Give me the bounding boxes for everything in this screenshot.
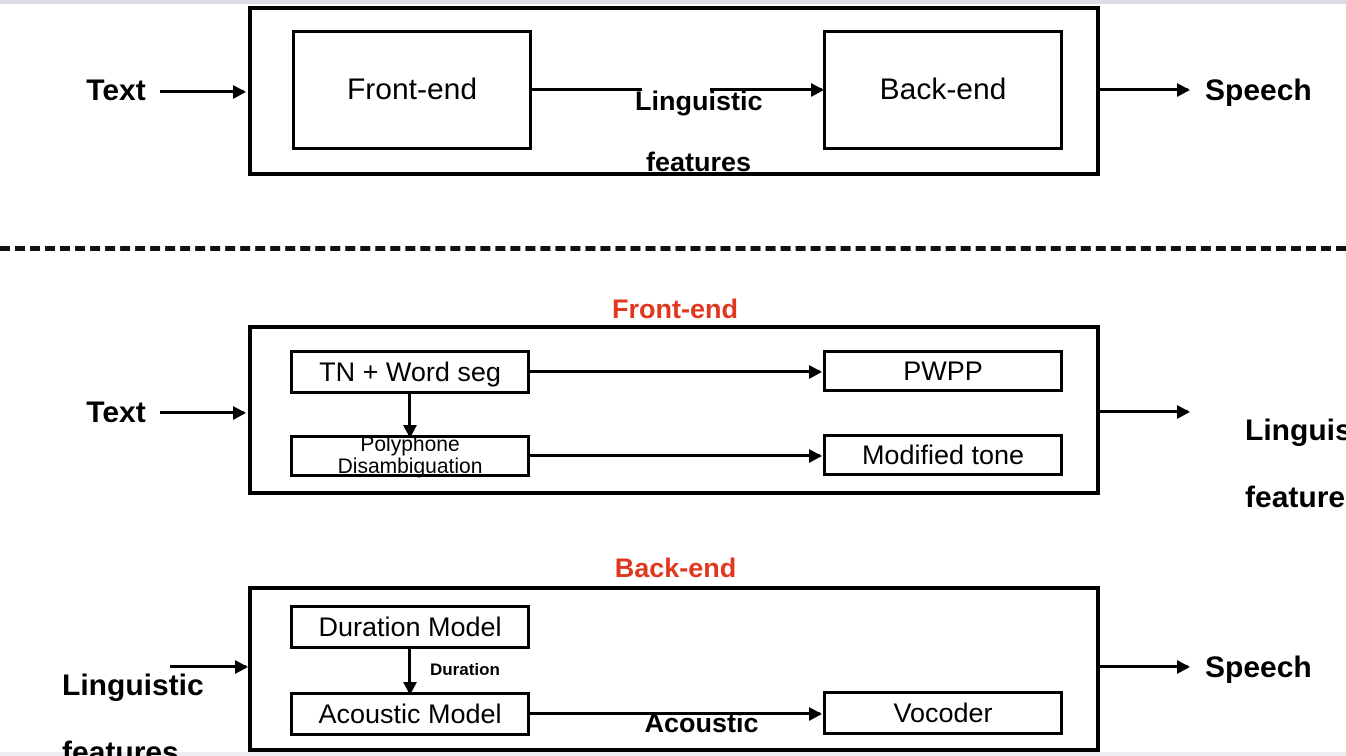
block-tn-word-seg[interactable]: TN + Word seg — [290, 350, 530, 394]
block-pwpp-label: PWPP — [903, 355, 983, 386]
block-back-end[interactable]: Back-end — [823, 30, 1063, 150]
block-pwpp[interactable]: PWPP — [823, 350, 1063, 392]
arrow-text-to-front-end — [160, 411, 244, 414]
front-end-output-label-line1: Linguistic — [1245, 413, 1346, 447]
line-front-end-out — [532, 88, 642, 91]
front-end-detail-heading: Front-end — [612, 294, 738, 324]
block-acoustic-model-label: Acoustic Model — [318, 698, 502, 729]
block-duration-model[interactable]: Duration Model — [290, 605, 530, 649]
arrow-polyphone-to-modified-tone — [530, 454, 820, 457]
edge-label-duration: Duration — [430, 660, 500, 679]
block-vocoder-label: Vocoder — [893, 697, 993, 728]
block-front-end[interactable]: Front-end — [292, 30, 532, 150]
section-divider — [0, 246, 1346, 251]
block-back-end-label: Back-end — [879, 73, 1007, 107]
edge-label-linguistic-features-line2: features — [645, 146, 752, 177]
edge-label-acoustic-features-line1: Acoustic — [644, 708, 759, 739]
back-end-input-label: Linguistic features — [12, 635, 204, 756]
arrow-duration-model-to-acoustic-model — [408, 649, 411, 693]
arrow-into-back-end — [710, 88, 822, 91]
block-front-end-label: Front-end — [346, 73, 478, 107]
window-bottom-strip — [0, 752, 1346, 756]
arrow-tn-to-pwpp — [530, 370, 820, 373]
arrow-overview-to-speech — [1100, 88, 1188, 91]
overview-output-label: Speech — [1205, 74, 1312, 107]
front-end-output-label: Linguistic features — [1195, 380, 1346, 548]
front-end-output-label-line2: features — [1245, 480, 1346, 514]
back-end-detail-heading: Back-end — [614, 553, 737, 583]
block-duration-model-label: Duration Model — [318, 611, 502, 642]
arrow-back-end-to-speech — [1100, 665, 1188, 668]
block-modified-tone[interactable]: Modified tone — [823, 434, 1063, 476]
arrow-tn-to-polyphone — [408, 394, 411, 436]
arrow-acoustic-model-to-vocoder — [530, 712, 820, 715]
edge-label-linguistic-features: Linguistic features — [590, 56, 763, 207]
block-polyphone-disambiguation-label: Polyphone Disambiguation — [337, 432, 483, 478]
block-vocoder[interactable]: Vocoder — [823, 691, 1063, 735]
block-polyphone-disambiguation[interactable]: Polyphone Disambiguation — [290, 432, 530, 478]
edge-label-acoustic-features: Acoustic features — [597, 678, 762, 756]
overview-input-label: Text — [86, 74, 146, 107]
block-tn-word-seg-label: TN + Word seg — [319, 356, 501, 387]
edge-label-linguistic-features-line1: Linguistic — [635, 86, 763, 117]
block-modified-tone-label: Modified tone — [861, 439, 1025, 470]
front-end-input-label: Text — [86, 396, 146, 429]
arrow-text-to-overview — [160, 90, 244, 93]
back-end-input-label-line2: features — [62, 735, 179, 756]
arrow-front-end-to-output — [1100, 410, 1188, 413]
back-end-output-label: Speech — [1205, 651, 1312, 684]
window-top-strip — [0, 0, 1346, 4]
back-end-input-label-line1: Linguistic — [62, 668, 204, 702]
arrow-linguistic-to-back-end — [170, 665, 246, 668]
block-acoustic-model[interactable]: Acoustic Model — [290, 692, 530, 736]
